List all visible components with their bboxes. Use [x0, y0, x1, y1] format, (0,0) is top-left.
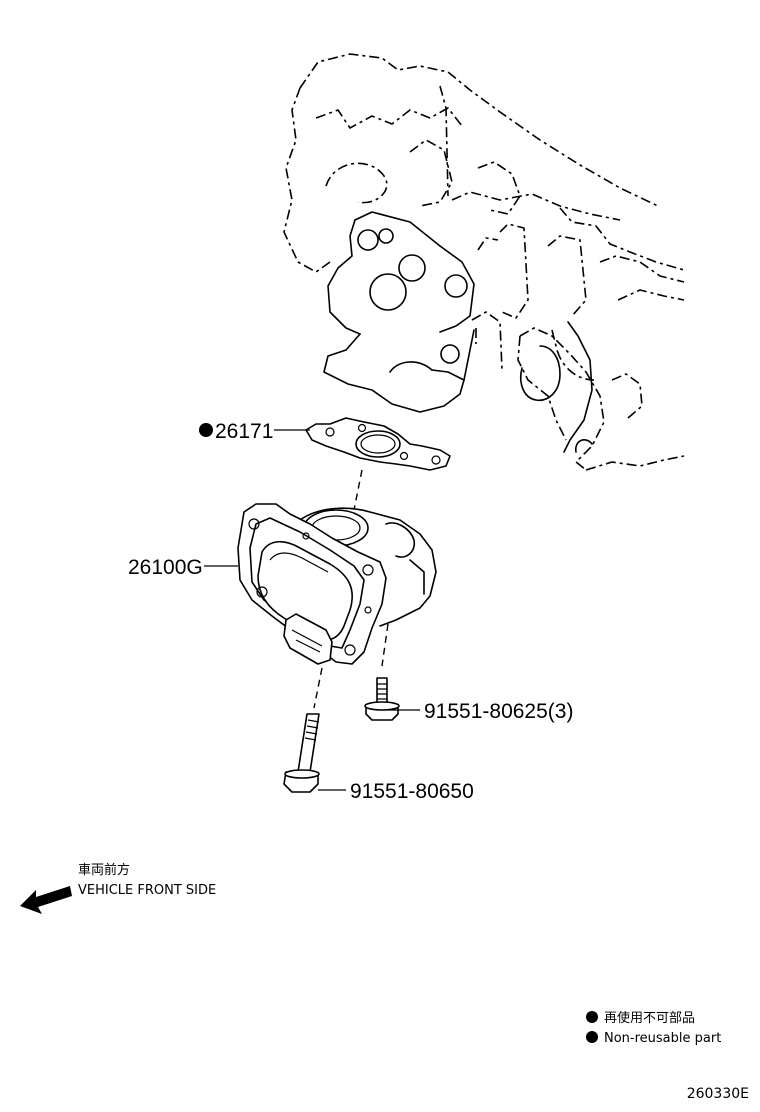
part-number-gasket[interactable]: 26171: [215, 420, 273, 443]
direction-label-en: VEHICLE FRONT SIDE: [78, 883, 216, 898]
engine-block-outline: [283, 53, 685, 471]
bolt-short-drawing: [364, 677, 400, 721]
legend: 再使用不可部品 Non-reusable part: [586, 1010, 721, 1046]
part-number-bolt-long[interactable]: 91551-80650: [350, 780, 474, 803]
direction-label-jp: 車両前方: [78, 862, 130, 878]
figure-code: 260330E: [687, 1086, 749, 1102]
legend-label-en: Non-reusable part: [604, 1031, 721, 1046]
non-reusable-marker-icon: [199, 423, 213, 437]
gasket-drawing: [305, 417, 451, 521]
throttle-body-drawing: [237, 503, 437, 709]
arrow-left-icon: [20, 886, 72, 914]
part-number-bolt-short[interactable]: 91551-80625(3): [424, 700, 573, 723]
part-number-throttle-body[interactable]: 26100G: [128, 556, 203, 579]
legend-label-jp: 再使用不可部品: [604, 1010, 695, 1026]
bolt-long-drawing: [283, 713, 320, 793]
filled-circle-icon: [586, 1011, 598, 1023]
vehicle-front-indicator: 車両前方 VEHICLE FRONT SIDE: [20, 862, 216, 914]
filled-circle-icon: [586, 1031, 598, 1043]
